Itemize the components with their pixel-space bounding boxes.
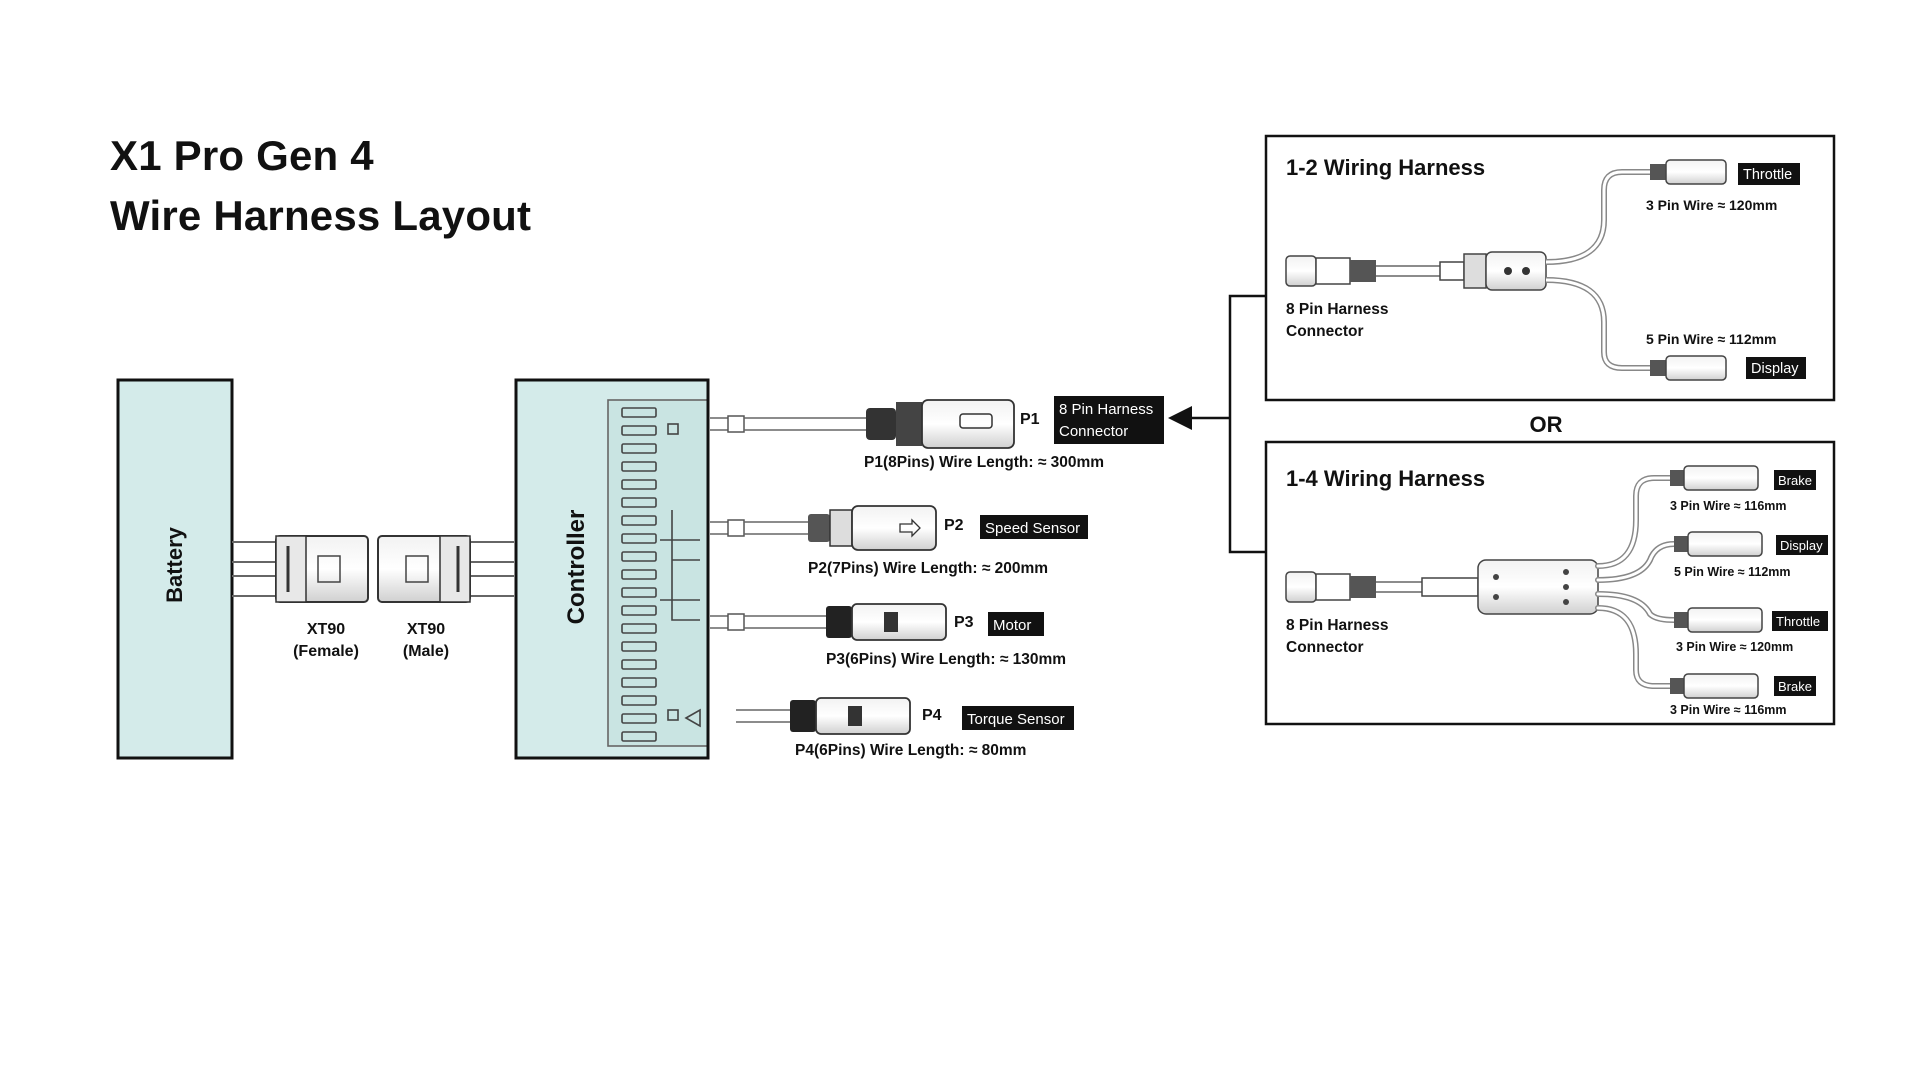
pcb-pin <box>621 605 657 616</box>
harness-12-display-tag: Display <box>1751 361 1799 377</box>
pcb-pin <box>621 443 657 454</box>
battery-box <box>116 378 234 760</box>
port-p3-tag-bg <box>988 612 1044 636</box>
harness-14-brake-1-wire: 3 Pin Wire ≈ 116mm <box>1670 499 1787 513</box>
pcb-pin <box>621 497 657 508</box>
port-p3-tag: Motor <box>993 617 1031 634</box>
pcb-pin <box>621 515 657 526</box>
pcb-pin <box>621 713 657 724</box>
pcb-pin <box>621 623 657 634</box>
xt90-male-name: XT90 <box>407 621 445 638</box>
xt90-female-name: XT90 <box>307 621 345 638</box>
controller-pcb-detail <box>607 392 710 754</box>
xt90-female-connector <box>275 535 369 603</box>
pcb-pin <box>621 695 657 706</box>
harness-12-throttle-tag-bg <box>1738 163 1800 185</box>
port-p3-wire-length: P3(6Pins) Wire Length: ≈ 130mm <box>826 651 1066 668</box>
pcb-pin <box>621 569 657 580</box>
port-p1 <box>710 399 1015 449</box>
harness-12-display-tag-bg <box>1746 357 1806 379</box>
port-p2-wire-length: P2(7Pins) Wire Length: ≈ 200mm <box>808 560 1048 577</box>
xt90-male-connector <box>377 535 471 603</box>
port-p4-tag-bg <box>962 706 1074 730</box>
harness-14-display-wire: 5 Pin Wire ≈ 112mm <box>1674 565 1791 579</box>
harness-12-display-wire: 5 Pin Wire ≈ 112mm <box>1646 331 1777 347</box>
harness-14-brake-1-tag-bg <box>1774 470 1816 490</box>
port-p4-tag: Torque Sensor <box>967 711 1065 728</box>
pcb-pin <box>621 461 657 472</box>
port-p1-id: P1 <box>1020 411 1040 428</box>
harness-14-connector-line1: 8 Pin Harness <box>1286 617 1389 634</box>
pcb-pin <box>621 641 657 652</box>
harness-14-connector-line2: Connector <box>1286 639 1364 656</box>
harness-12-title: 1-2 Wiring Harness <box>1286 155 1485 180</box>
or-label: OR <box>1530 412 1563 437</box>
port-p3-id: P3 <box>954 614 974 631</box>
port-p1-wire-length: P1(8Pins) Wire Length: ≈ 300mm <box>864 454 1104 471</box>
harness-14-drawing <box>1285 465 1763 699</box>
battery-label: Battery <box>162 526 187 603</box>
title-line-2: Wire Harness Layout <box>110 192 532 239</box>
harness-14-brake-2-tag: Brake <box>1778 679 1812 694</box>
harness-14-brake-1-tag: Brake <box>1778 473 1812 488</box>
harness-12-connector-line2: Connector <box>1286 323 1364 340</box>
harness-14-display-tag-bg <box>1776 535 1828 555</box>
harness-options-bracket <box>1190 294 1266 554</box>
harness-14-throttle-tag-bg <box>1772 611 1828 631</box>
controller-label: Controller <box>563 510 590 625</box>
harness-14-brake-2-wire: 3 Pin Wire ≈ 116mm <box>1670 703 1787 717</box>
pcb-pin <box>621 677 657 688</box>
pcb-pin <box>621 425 657 436</box>
harness-12-connector-line1: 8 Pin Harness <box>1286 301 1389 318</box>
harness-14-throttle-tag: Throttle <box>1776 614 1820 629</box>
pcb-pin <box>621 731 657 742</box>
pcb-pin <box>621 659 657 670</box>
harness-14-brake-2-tag-bg <box>1774 676 1816 696</box>
port-p2-tag-bg <box>980 515 1088 539</box>
port-p4-wire-length: P4(6Pins) Wire Length: ≈ 80mm <box>795 742 1026 759</box>
harness-12-drawing <box>1285 159 1727 381</box>
port-p2 <box>710 505 937 551</box>
pcb-pin <box>621 407 657 418</box>
port-p2-id: P2 <box>944 517 964 534</box>
harness-14-throttle-wire: 3 Pin Wire ≈ 120mm <box>1676 640 1793 654</box>
port-p4 <box>736 697 911 735</box>
harness-12-throttle-wire: 3 Pin Wire ≈ 120mm <box>1646 197 1777 213</box>
port-p1-tag-line1: 8 Pin Harness <box>1059 401 1153 418</box>
pcb-pin <box>621 551 657 562</box>
port-p2-tag: Speed Sensor <box>985 520 1080 537</box>
xt90-female-sub: (Female) <box>293 643 359 660</box>
pcb-pin <box>621 479 657 490</box>
harness-12-throttle-tag: Throttle <box>1743 167 1792 183</box>
xt90-male-sub: (Male) <box>403 643 449 660</box>
port-p1-tag-line2: Connector <box>1059 423 1128 440</box>
port-p1-tag-bg <box>1054 396 1164 444</box>
pcb-pin <box>621 533 657 544</box>
title-line-1: X1 Pro Gen 4 <box>110 132 374 179</box>
pcb-pin <box>621 587 657 598</box>
port-p3 <box>710 603 947 641</box>
battery-cables <box>232 541 514 597</box>
harness-14-display-tag: Display <box>1780 538 1823 553</box>
port-p4-id: P4 <box>922 707 942 724</box>
harness-arrow-icon <box>1168 406 1192 430</box>
harness-14-title: 1-4 Wiring Harness <box>1286 466 1485 491</box>
